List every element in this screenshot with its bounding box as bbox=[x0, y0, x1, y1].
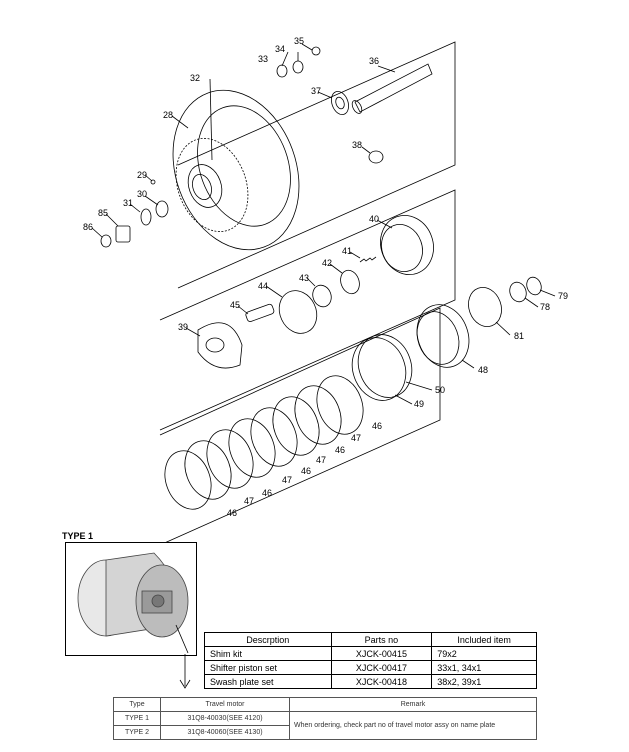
header-description: Descrption bbox=[204, 632, 332, 647]
kit-included-item: 38x2, 39x1 bbox=[431, 674, 537, 689]
callout-30: 30 bbox=[137, 189, 147, 199]
kit-description: Shifter piston set bbox=[204, 660, 332, 675]
arrow-down-icon bbox=[179, 654, 191, 689]
callout-43: 43 bbox=[299, 273, 309, 283]
type-name: TYPE 1 bbox=[113, 711, 161, 726]
header-travel-motor: Travel motor bbox=[160, 697, 290, 712]
callout-85: 85 bbox=[98, 208, 108, 218]
kit-parts-no: XJCK-00418 bbox=[330, 674, 433, 689]
kit-description: Shim kit bbox=[204, 646, 332, 661]
callout-33: 33 bbox=[258, 54, 268, 64]
callout-37: 37 bbox=[311, 86, 321, 96]
callout-46d: 46 bbox=[262, 488, 272, 498]
header-included-item: Included item bbox=[431, 632, 537, 647]
callout-36: 36 bbox=[369, 56, 379, 66]
table-row: Shifter piston set XJCK-00417 33x1, 34x1 bbox=[204, 660, 537, 675]
travel-motor-no: 31Q8-40030(SEE 4120) bbox=[160, 711, 290, 726]
travel-motor-image bbox=[77, 552, 189, 654]
callout-47d: 47 bbox=[244, 496, 254, 506]
kit-table-header: Descrption Parts no Included item bbox=[204, 632, 537, 647]
callout-39: 39 bbox=[178, 322, 188, 332]
callout-31: 31 bbox=[123, 198, 133, 208]
kit-included-item: 33x1, 34x1 bbox=[431, 660, 537, 675]
kit-included-item: 79x2 bbox=[431, 646, 537, 661]
callout-42: 42 bbox=[322, 258, 332, 268]
callout-46e: 46 bbox=[227, 508, 237, 518]
table-row: TYPE 2 31Q8-40060(SEE 4130) bbox=[113, 725, 537, 740]
callout-46c: 46 bbox=[301, 466, 311, 476]
type-1-photo bbox=[65, 542, 197, 656]
callout-81: 81 bbox=[514, 331, 524, 341]
callout-79: 79 bbox=[558, 291, 568, 301]
header-type: Type bbox=[113, 697, 161, 712]
remark-text: When ordering, check part no of travel m… bbox=[289, 711, 537, 740]
callout-47a: 47 bbox=[351, 433, 361, 443]
kit-parts-no: XJCK-00417 bbox=[330, 660, 433, 675]
callout-38: 38 bbox=[352, 140, 362, 150]
callout-35: 35 bbox=[294, 36, 304, 46]
callout-28: 28 bbox=[163, 110, 173, 120]
table-row: Swash plate set XJCK-00418 38x2, 39x1 bbox=[204, 674, 537, 689]
callout-44: 44 bbox=[258, 281, 268, 291]
callout-41: 41 bbox=[342, 246, 352, 256]
callout-46b: 46 bbox=[335, 445, 345, 455]
table-row: Shim kit XJCK-00415 79x2 bbox=[204, 646, 537, 661]
callout-29: 29 bbox=[137, 170, 147, 180]
callout-86: 86 bbox=[83, 222, 93, 232]
travel-motor-no: 31Q8-40060(SEE 4130) bbox=[160, 725, 290, 740]
header-remark: Remark bbox=[289, 697, 537, 712]
callout-50: 50 bbox=[435, 385, 445, 395]
kit-table: Descrption Parts no Included item Shim k… bbox=[204, 632, 537, 689]
header-parts-no: Parts no bbox=[330, 632, 433, 647]
callout-34: 34 bbox=[275, 44, 285, 54]
callout-47c: 47 bbox=[282, 475, 292, 485]
kit-description: Swash plate set bbox=[204, 674, 332, 689]
callout-45: 45 bbox=[230, 300, 240, 310]
type-1-label: TYPE 1 bbox=[62, 531, 94, 541]
type-table: Type Travel motor Remark TYPE 1 31Q8-400… bbox=[113, 697, 537, 740]
kit-parts-no: XJCK-00415 bbox=[330, 646, 433, 661]
table-row: TYPE 1 31Q8-40030(SEE 4120) When orderin… bbox=[113, 711, 537, 740]
type-name: TYPE 2 bbox=[113, 725, 161, 740]
callout-78: 78 bbox=[540, 302, 550, 312]
callout-47b: 47 bbox=[316, 455, 326, 465]
callout-46a: 46 bbox=[372, 421, 382, 431]
callout-48: 48 bbox=[478, 365, 488, 375]
type-table-header: Type Travel motor Remark bbox=[113, 697, 537, 712]
callout-49: 49 bbox=[414, 399, 424, 409]
callout-40: 40 bbox=[369, 214, 379, 224]
callout-32: 32 bbox=[190, 73, 200, 83]
